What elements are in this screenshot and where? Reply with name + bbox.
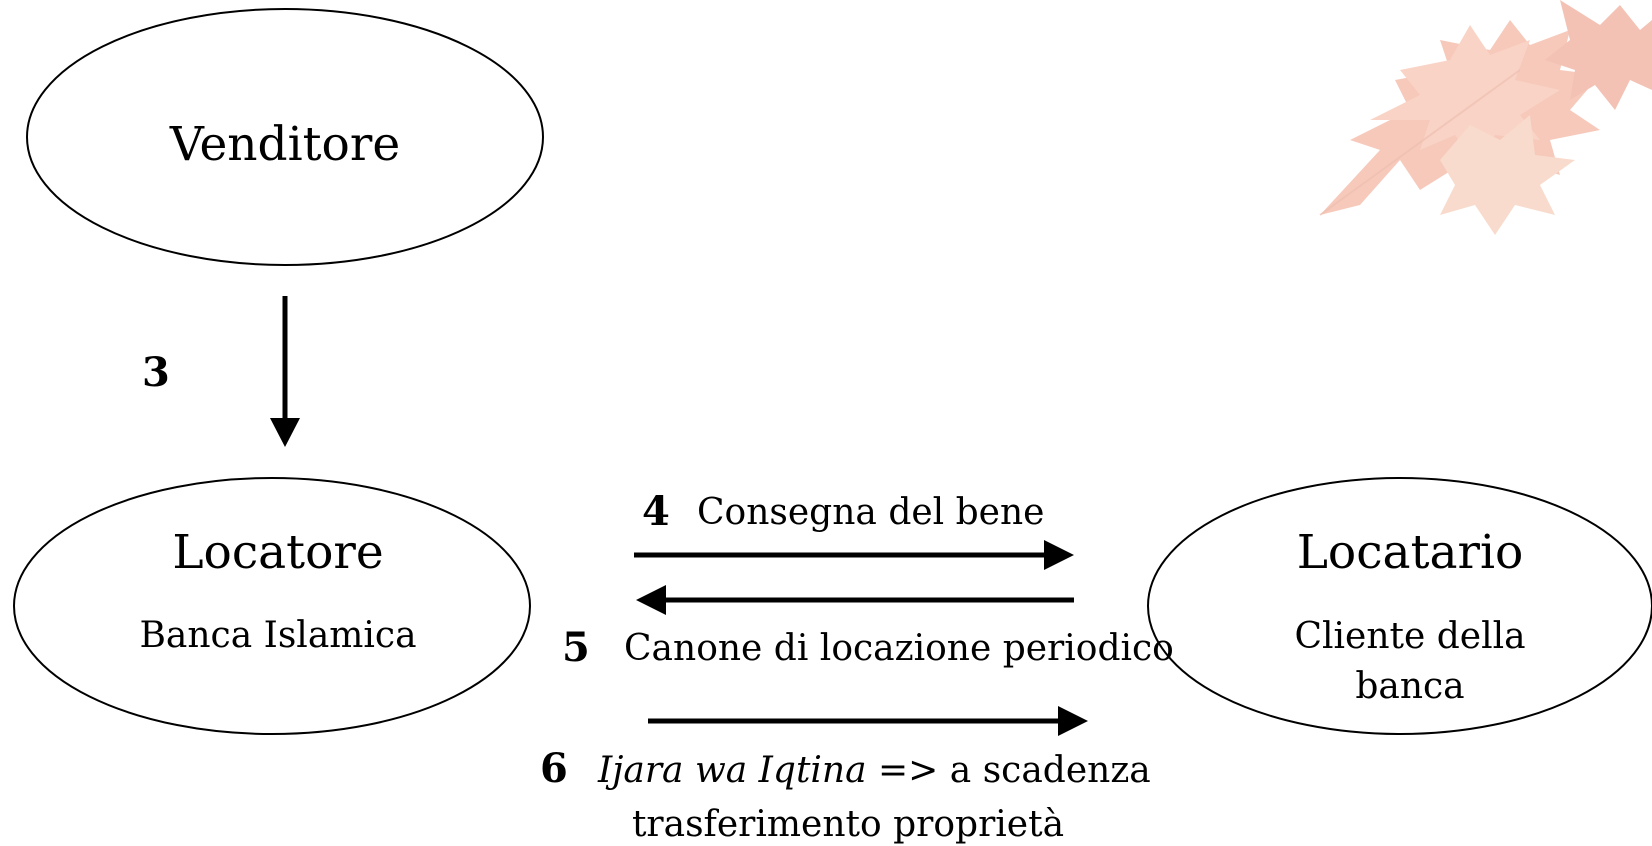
step6-label-line2: trasferimento proprietà — [632, 804, 1064, 845]
step5-number: 5 — [562, 624, 590, 671]
step6-arrow — [648, 706, 1088, 736]
seller-title: Venditore — [169, 117, 400, 172]
seller-node — [26, 8, 544, 266]
lessor-subtitle: Banca Islamica — [139, 615, 416, 656]
lessee-subtitle-line1: Cliente della — [1294, 616, 1525, 657]
step6-label-rest: => a scadenza — [867, 750, 1151, 791]
step6-number: 6 — [540, 745, 568, 792]
lessor-title: Locatore — [172, 525, 383, 580]
lessee-title: Locatario — [1297, 525, 1524, 580]
autumn-leaves-icon — [1319, 0, 1652, 235]
step5-arrow — [636, 585, 1074, 615]
step3-number: 3 — [142, 349, 170, 396]
step6-label-italic: Ijara wa Iqtina — [597, 750, 867, 791]
lessee-subtitle-line2: banca — [1355, 666, 1464, 707]
step3-arrow — [270, 296, 300, 447]
step4-label: Consegna del bene — [697, 492, 1044, 533]
lessor-node — [13, 477, 531, 735]
step5-label: Canone di locazione periodico — [624, 628, 1174, 669]
step6-label: Ijara wa Iqtina => a scadenza — [597, 750, 1151, 791]
step4-arrow — [634, 540, 1074, 570]
lessee-node — [1147, 477, 1652, 735]
step4-number: 4 — [642, 488, 670, 535]
